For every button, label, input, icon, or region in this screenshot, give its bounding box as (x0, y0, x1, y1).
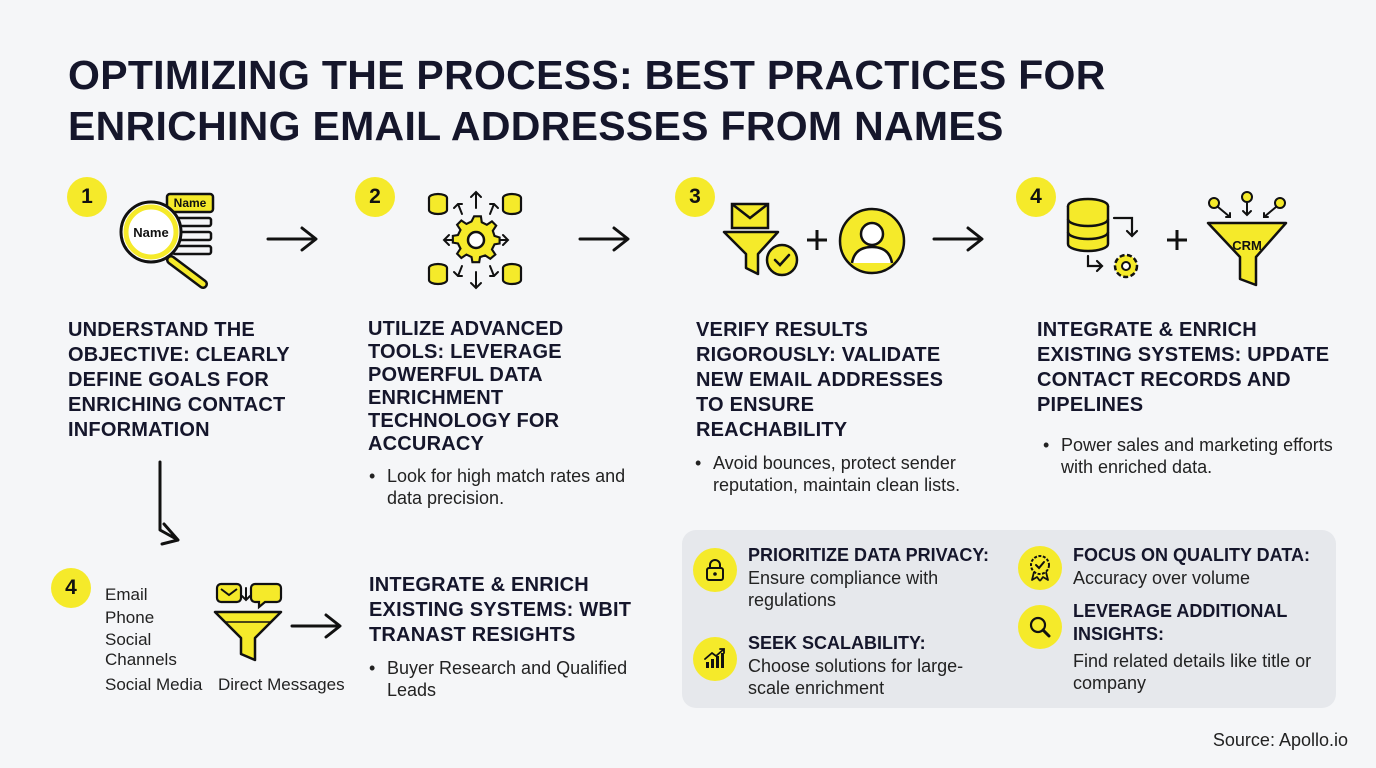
step-4-badge: 4 (1016, 177, 1056, 217)
step-3-bullet: Avoid bounces, protect sender reputation… (695, 452, 993, 496)
arrow-down-icon (150, 460, 186, 546)
arrow-right-icon (266, 226, 320, 252)
bottom-step-heading: INTEGRATE & ENRICH EXISTING SYSTEMS: WBI… (369, 574, 632, 646)
name-lens-label: Name (133, 225, 168, 240)
page-title: OPTIMIZING THE PROCESS: BEST PRACTICES F… (68, 50, 1218, 152)
plus-icon (1166, 229, 1188, 251)
messages-funnel-icon (213, 582, 283, 666)
panel-insights-text: Find related details like title or compa… (1073, 651, 1312, 693)
magnifier-icon (1018, 605, 1062, 649)
panel-quality-heading: FOCUS ON QUALITY DATA: (1073, 545, 1310, 565)
bottom-step-bullet: Buyer Research and Qualified Leads (369, 657, 647, 701)
panel-insights-heading: LEVERAGE ADDITIONAL INSIGHTS: (1073, 601, 1288, 644)
step-2-badge: 2 (355, 177, 395, 217)
crm-funnel-icon: CRM (1204, 191, 1290, 289)
title-line-2: ENRICHING EMAIL ADDRESSES FROM NAMES (68, 103, 1004, 149)
step-3-heading: VERIFY RESULTS RIGOROUSLY: VALIDATE NEW … (696, 319, 944, 441)
panel-scalability-text: Choose solutions for large-scale enrichm… (748, 656, 964, 698)
growth-chart-icon (693, 637, 737, 681)
step-3-badge: 3 (675, 177, 715, 217)
panel-privacy-heading: PRIORITIZE DATA PRIVACY: (748, 545, 989, 565)
user-avatar-icon (838, 207, 906, 275)
panel-quality-text: Accuracy over volume (1073, 568, 1251, 588)
channel-social-media: Social Media (105, 675, 203, 694)
email-filter-check-icon (722, 202, 804, 278)
arrow-right-icon (290, 613, 344, 639)
award-icon (1018, 546, 1062, 590)
arrow-right-icon (932, 226, 986, 252)
panel-privacy-text: Ensure compliance with regulations (748, 568, 939, 610)
channel-phone: Phone (105, 608, 155, 627)
source-credit: Source: Apollo.io (1212, 730, 1348, 750)
step-4-bullet: Power sales and marketing efforts with e… (1043, 434, 1341, 478)
panel-scalability-heading: SEEK SCALABILITY: (748, 633, 926, 653)
name-lookup-icon: Name Name (115, 190, 225, 290)
step-1-badge: 1 (67, 177, 107, 217)
database-gear-icon (1064, 196, 1154, 284)
gear-network-icon (424, 190, 528, 290)
step-2-heading: UTILIZE ADVANCED TOOLS: LEVERAGE POWERFU… (368, 318, 564, 455)
step-2-bullet: Look for high match rates and data preci… (369, 465, 657, 509)
channel-email: Email (105, 585, 148, 604)
channel-social-channels: Social Channels (105, 630, 177, 669)
best-practices-panel (682, 530, 1336, 708)
crm-label: CRM (1232, 238, 1262, 253)
direct-messages-label: Direct Messages (218, 675, 345, 694)
step-4-heading: INTEGRATE & ENRICH EXISTING SYSTEMS: UPD… (1037, 319, 1330, 416)
name-tag-label: Name (174, 196, 207, 210)
title-line-1: OPTIMIZING THE PROCESS: BEST PRACTICES F… (68, 52, 1106, 98)
plus-icon (806, 229, 828, 251)
step-1-heading: UNDERSTAND THE OBJECTIVE: CLEARLY DEFINE… (68, 319, 290, 441)
arrow-right-icon (578, 226, 632, 252)
bottom-step-badge: 4 (51, 568, 91, 608)
lock-icon (693, 548, 737, 592)
